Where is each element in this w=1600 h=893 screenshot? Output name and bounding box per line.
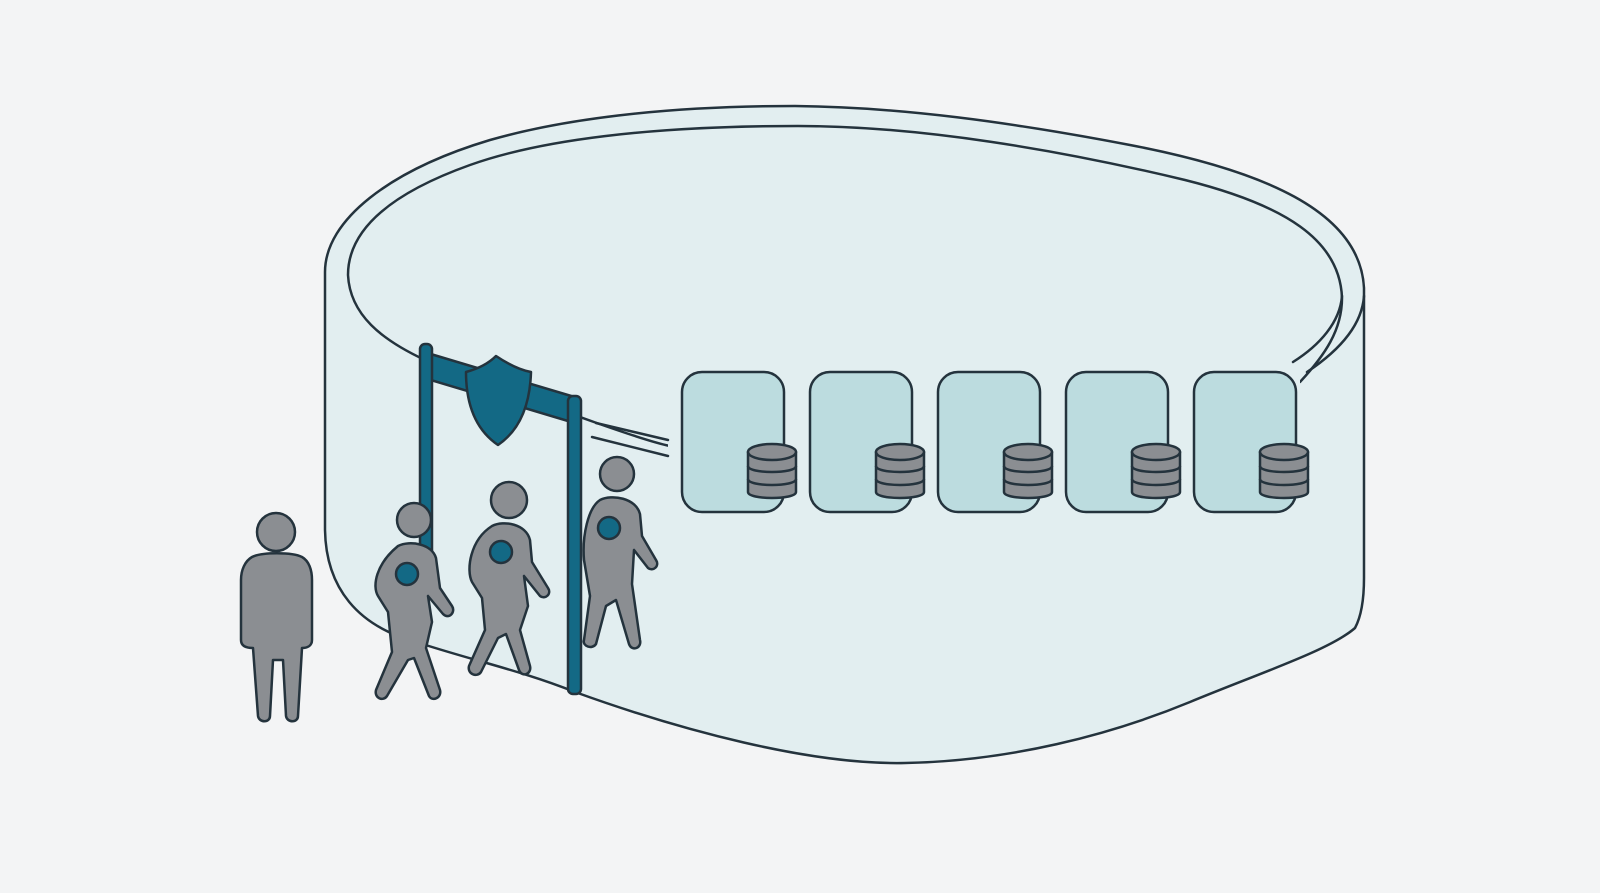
storage-panel [808, 370, 926, 514]
badge-icon [596, 515, 622, 541]
container-rim-edge-right [1291, 294, 1344, 364]
gate-post-left [418, 342, 434, 578]
container-rim-edge-right-outer [1305, 294, 1366, 374]
shield-icon [464, 354, 533, 447]
database-icon [1258, 442, 1310, 500]
person-icon [374, 501, 455, 701]
storage-panel [680, 370, 798, 514]
database-icon [1002, 442, 1054, 500]
person-icon [582, 455, 659, 650]
badge-icon [488, 539, 514, 565]
motion-mark-1 [594, 421, 670, 442]
person-icon [467, 480, 551, 677]
database-icon [746, 442, 798, 500]
storage-panels [680, 370, 1310, 514]
storage-panel [936, 370, 1054, 514]
storage-panel [1064, 370, 1182, 514]
database-icon [874, 442, 926, 500]
badge-icon [394, 561, 420, 587]
people [239, 455, 659, 723]
database-icon [1130, 442, 1182, 500]
person-icon [239, 511, 314, 723]
storage-panel [1192, 370, 1310, 514]
gate-post-right [566, 394, 583, 696]
motion-mark-2 [590, 435, 670, 458]
